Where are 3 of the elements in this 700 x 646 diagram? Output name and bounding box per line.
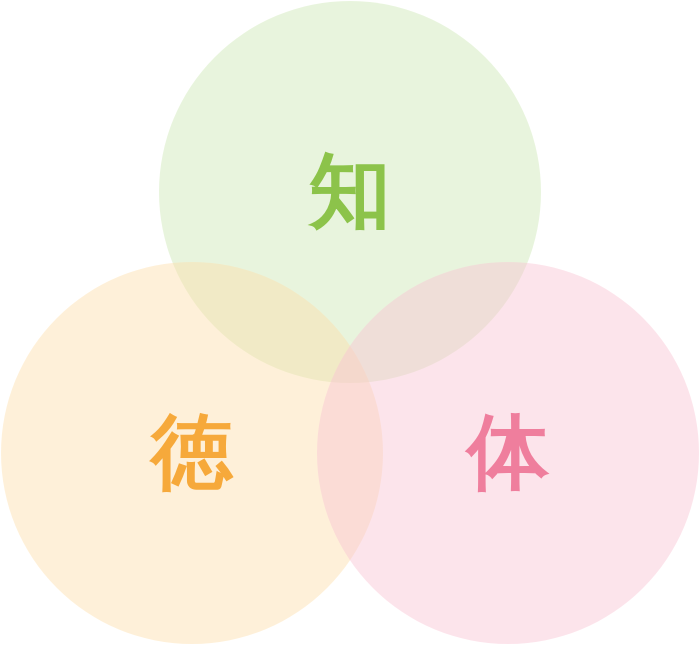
circle-label: 知	[309, 151, 391, 233]
circle-label: 体	[467, 412, 549, 494]
circle-label: 徳	[151, 412, 233, 494]
